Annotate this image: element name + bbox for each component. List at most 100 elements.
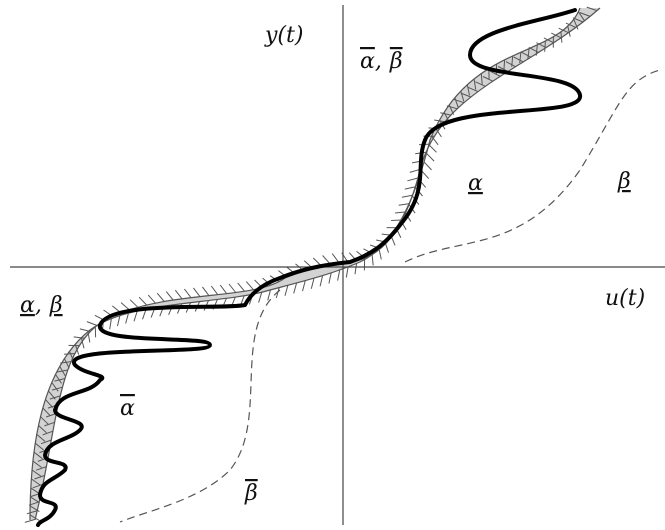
hatch-mark (228, 283, 237, 293)
hatch-mark (544, 40, 546, 52)
hatch-mark (310, 278, 315, 289)
hatch-mark (454, 97, 459, 109)
hatch-mark (32, 460, 42, 468)
hatch-mark (138, 296, 147, 306)
hatch-mark (29, 505, 40, 513)
hatch-mark (40, 416, 49, 425)
dashed-curve-left (119, 289, 281, 523)
hatch-mark (331, 253, 340, 263)
hatch-mark (73, 336, 85, 339)
dashed-curve-right (404, 69, 661, 263)
hatch-mark (245, 281, 254, 291)
hatch-mark (384, 242, 389, 253)
hatch-mark (284, 285, 289, 296)
hatch-mark (156, 292, 165, 302)
hatch-mark (80, 337, 85, 349)
hatch-mark (109, 318, 112, 330)
hatch-mark (565, 22, 576, 28)
hatch-mark (577, 11, 585, 21)
hatch-mark (59, 366, 66, 377)
hatch-mark (34, 442, 44, 451)
hatch-mark (345, 266, 349, 278)
beta-underline-right: β (617, 169, 631, 194)
hatch-mark (51, 382, 59, 392)
hatch-mark (395, 211, 406, 214)
hatch-mark (446, 105, 458, 110)
alpha-underline: α (20, 293, 35, 318)
hatch-mark (42, 407, 51, 417)
hatch-mark (404, 186, 416, 190)
hatch-mark (33, 451, 43, 460)
hatch-mark (30, 487, 41, 495)
trajectory-curve (36, 8, 582, 527)
beta-underline: β (49, 293, 63, 318)
y-axis-label: y(t) (264, 23, 303, 48)
region-label-upper-left: α,β (360, 49, 403, 74)
hatch-mark (573, 19, 579, 30)
hatch-mark (42, 430, 54, 436)
hatch-mark (513, 56, 524, 63)
hatch-mark (133, 310, 138, 322)
hatch-mark (165, 291, 174, 301)
hatch-mark (38, 425, 47, 434)
hatch-mark (519, 52, 522, 64)
hatch-mark (28, 501, 40, 506)
hatch-mark (536, 42, 547, 49)
hatch-mark (34, 474, 45, 480)
hatch-mark (201, 286, 210, 296)
hatch-mark (184, 288, 192, 299)
hatch-mark (24, 518, 36, 523)
hatch-mark (482, 76, 494, 82)
upper-boundary (34, 7, 601, 521)
hatch-mark (31, 469, 42, 477)
hatch-mark (40, 439, 52, 445)
x-axis-label: u(t) (605, 286, 645, 311)
hatch-mark (473, 78, 477, 90)
hatch-mark (36, 433, 46, 442)
hatch-mark (467, 86, 479, 93)
hatch-mark (558, 27, 569, 34)
hatch-mark (551, 32, 562, 39)
hatch-mark (354, 263, 357, 275)
hatch-mark (448, 104, 455, 115)
hatch-mark (63, 358, 70, 369)
hatch-mark (174, 289, 183, 300)
hatch-mark (567, 25, 571, 37)
hatch-mark (466, 84, 470, 96)
hatch-mark (409, 168, 421, 173)
hatch-mark (258, 292, 263, 303)
hatch-mark (431, 135, 439, 146)
label-sep: , (375, 49, 382, 74)
hatch-mark (125, 312, 129, 324)
hatch-mark (371, 254, 374, 266)
hatch-mark (572, 17, 584, 23)
hatch-mark (29, 514, 40, 521)
hatch-mark (79, 328, 91, 332)
hatch-mark (36, 466, 47, 471)
hatch-mark (505, 61, 516, 68)
hatch-mark (391, 219, 402, 221)
hatch-mark (428, 144, 437, 153)
beta-overline-left: β (244, 481, 258, 506)
hatch-mark (312, 257, 322, 266)
hatch-mark (401, 194, 413, 198)
hatch-mark (31, 478, 41, 486)
hatch-mark (560, 31, 563, 43)
hatch-mark (30, 496, 40, 504)
hatch-mark (275, 287, 280, 299)
hatch-mark (421, 170, 430, 179)
hatch-mark (51, 386, 63, 391)
hatch-mark (378, 248, 382, 260)
hatch-mark (32, 483, 44, 489)
hatch-mark (527, 48, 530, 60)
hatch-mark (423, 161, 432, 171)
region-label-lower-left: α,β (20, 293, 63, 318)
hatch-mark (44, 421, 55, 427)
hatch-mark (319, 275, 324, 287)
hatch-mark (129, 299, 139, 308)
alpha-overline: α (360, 49, 375, 74)
hatch-mark (210, 285, 219, 295)
hatch-mark (49, 395, 61, 400)
hatch-mark (302, 280, 306, 292)
hatch-mark (440, 112, 452, 116)
